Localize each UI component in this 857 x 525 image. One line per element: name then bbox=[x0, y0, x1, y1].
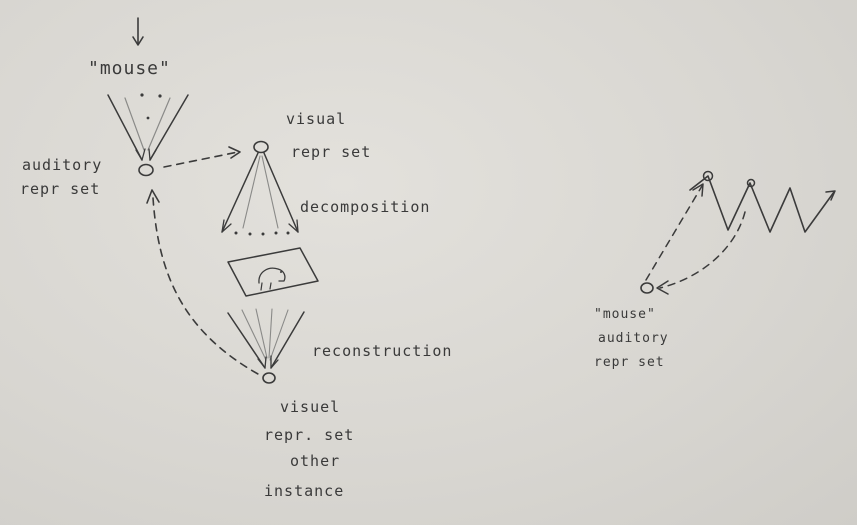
visual-bottom-label-line4: instance bbox=[264, 482, 344, 500]
visual-bottom-label-line1: visuel bbox=[280, 398, 340, 416]
auditory-fan bbox=[107, 93, 189, 161]
auditory-to-other-instance-arrow bbox=[146, 189, 259, 375]
auditory-to-visual-arrow bbox=[163, 146, 241, 168]
auditory-to-zigzag-arrow bbox=[645, 183, 704, 281]
auditory-label-line2: repr set bbox=[20, 180, 100, 198]
zigzag-node-1 bbox=[702, 170, 714, 182]
visual-top-label-line1: visual bbox=[286, 110, 346, 128]
decomposition-label: decomposition bbox=[300, 198, 430, 216]
auditory-node bbox=[138, 163, 154, 177]
visual-bottom-label-line2: repr. set bbox=[264, 426, 354, 444]
reconstruction-label: reconstruction bbox=[312, 342, 452, 360]
right-label-line3: repr set bbox=[594, 355, 665, 370]
visual-bottom-node bbox=[262, 372, 276, 384]
visual-bottom-label-line3: other bbox=[290, 452, 340, 470]
visual-top-label-line2: repr set bbox=[291, 143, 371, 161]
reconstruction-fan bbox=[227, 308, 305, 369]
zigzag-node-2 bbox=[746, 178, 756, 188]
decomposition-fan bbox=[221, 152, 299, 236]
visual-top-node bbox=[253, 140, 269, 154]
right-auditory-node bbox=[640, 282, 654, 294]
auditory-label-line1: auditory bbox=[22, 156, 102, 174]
zigzag-signal bbox=[689, 175, 835, 233]
word-label-mouse: "mouse" bbox=[88, 58, 171, 79]
right-label-line2: auditory bbox=[598, 331, 669, 346]
zigzag-to-auditory-arrow bbox=[656, 211, 746, 295]
mouse-image-card bbox=[227, 247, 319, 297]
input-arrow bbox=[132, 17, 144, 46]
right-label-line1: "mouse" bbox=[594, 307, 656, 322]
zigzag-arrowhead bbox=[825, 190, 836, 201]
